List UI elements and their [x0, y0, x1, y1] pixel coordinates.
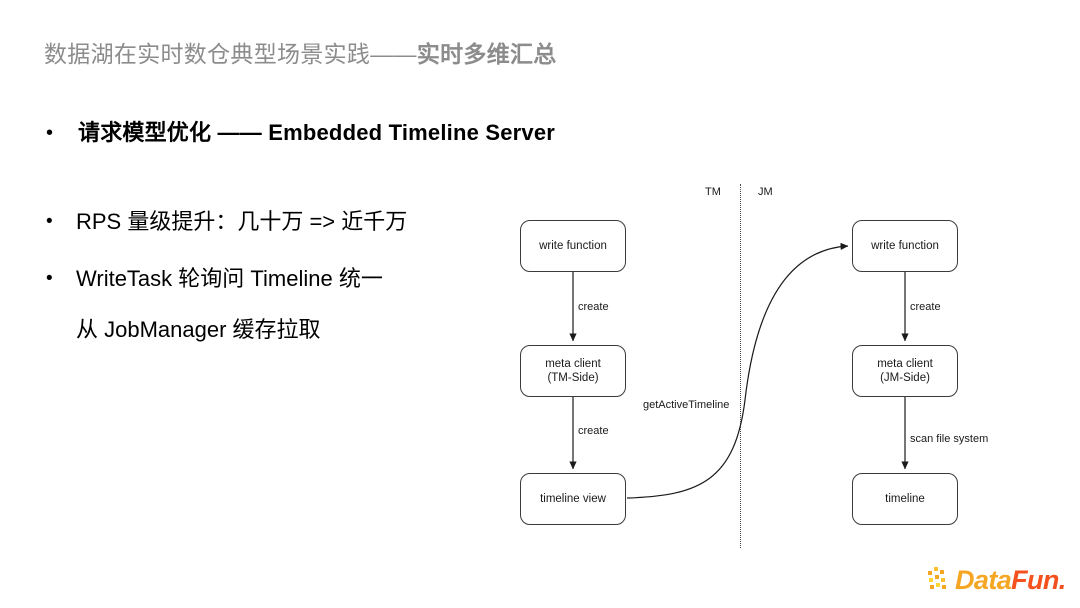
edge-label-jm-scan-file-system: scan file system	[910, 433, 989, 445]
node-label-line1: timeline	[885, 493, 925, 505]
bullet-item-rps: • RPS 量级提升：几十万 => 近千万	[46, 209, 407, 235]
page-title-emphasis: 实时多维汇总	[416, 41, 557, 67]
node-jm-write-function: write function	[852, 220, 958, 272]
node-jm-timeline: timeline	[852, 473, 958, 525]
node-jm-meta-client: meta client (JM-Side)	[852, 345, 958, 397]
pixel-dots-icon	[928, 567, 954, 593]
bullet-headline-text: 请求模型优化 —— Embedded Timeline Server	[78, 120, 556, 145]
node-label-line2: (TM-Side)	[547, 372, 599, 384]
node-label-line2: (JM-Side)	[880, 372, 930, 384]
logo-text-fun: Fun.	[1011, 564, 1066, 595]
lane-label-tm: TM	[705, 186, 721, 198]
bullet-item-writetask-continuation: 从 JobManager 缓存拉取	[76, 317, 321, 342]
node-label-line1: write function	[871, 240, 939, 252]
datafun-wordmark: DataFun.	[955, 564, 1066, 595]
node-label-line1: timeline view	[540, 493, 606, 505]
lane-label-jm: JM	[758, 186, 773, 198]
node-label-line1: write function	[539, 240, 607, 252]
page-title: 数据湖在实时数仓典型场景实践——实时多维汇总	[44, 38, 557, 70]
bullet-item-writetask: • WriteTask 轮询问 Timeline 统一	[46, 266, 383, 292]
node-tm-timeline-view: timeline view	[520, 473, 626, 525]
edge-label-jm-create: create	[910, 301, 941, 313]
lane-divider	[740, 184, 741, 548]
edge-label-tm-create-top: create	[578, 301, 609, 313]
bullet-headline: • 请求模型优化 —— Embedded Timeline Server	[46, 118, 555, 148]
bullet-marker-icon: •	[46, 211, 53, 232]
logo-text-data: Data	[955, 564, 1012, 595]
node-label-line1: meta client	[545, 358, 601, 370]
node-tm-meta-client: meta client (TM-Side)	[520, 345, 626, 397]
node-tm-write-function: write function	[520, 220, 626, 272]
edge-label-tm-create-bottom: create	[578, 425, 609, 437]
datafun-logo: DataFun.	[928, 562, 1066, 598]
node-label-line1: meta client	[877, 358, 933, 370]
bullet-marker-icon: •	[46, 268, 53, 289]
bullet-item-rps-text: RPS 量级提升：几十万 => 近千万	[76, 209, 408, 234]
page-title-plain: 数据湖在实时数仓典型场景实践——	[44, 41, 417, 67]
edge-label-get-active-timeline: getActiveTimeline	[643, 399, 730, 411]
bullet-marker-icon: •	[46, 122, 54, 144]
bullet-item-writetask-text: WriteTask 轮询问 Timeline 统一	[76, 266, 383, 291]
